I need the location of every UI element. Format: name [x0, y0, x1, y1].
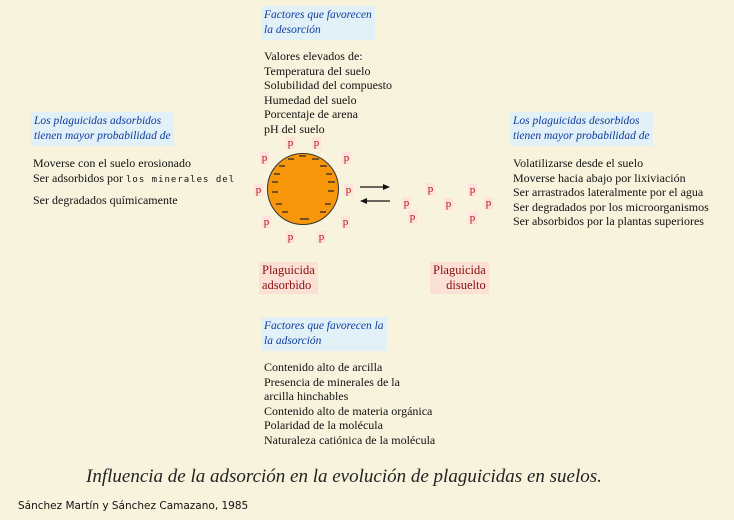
adsorbed-pesticide-molecule: p: [342, 152, 351, 164]
list-item: Moverse con el suelo erosionado: [33, 156, 191, 170]
dissolved-pesticide-molecule: p: [468, 212, 477, 224]
adsorption-factors-list: Contenido alto de arcilla Presencia de m…: [264, 360, 435, 447]
list-item: arcilla hinchables: [264, 389, 349, 403]
list-item: Contenido alto de materia orgánica: [264, 403, 433, 418]
list-item: Presencia de minerales de la: [264, 374, 400, 389]
label-line: disuelto: [446, 278, 486, 292]
label-line: adsorbido: [262, 278, 312, 292]
list-item: Ser adsorbidos por los minerales del: [33, 171, 235, 188]
equilibrium-arrows: [360, 184, 390, 204]
adsorbed-pesticide-molecule: p: [286, 231, 295, 243]
list-item: Temperatura del suelo: [264, 63, 371, 78]
caption: Influencia de la adsorción en la evoluci…: [86, 466, 602, 487]
title-line: tienen mayor probabilidad de: [34, 130, 171, 142]
dissolved-pesticide-molecule: p: [426, 183, 435, 195]
desorbed-list: Volatilizarse desde el suelo Moverse hac…: [513, 156, 709, 229]
list-item: Porcentaje de arena: [264, 107, 358, 121]
adsorption-factors-title: Factores que favorecen la la adsorción: [261, 317, 387, 351]
dissolved-pesticide-molecule: p: [468, 184, 477, 196]
list-item: Contenido alto de arcilla: [264, 360, 383, 374]
title-line: Factores que favorecen: [264, 9, 372, 21]
list-item: Valores elevados de:: [264, 49, 363, 63]
title-line: Los plaguicidas desorbidos: [513, 115, 640, 127]
title-line: la adsorción: [264, 335, 322, 347]
list-item: Ser degradados químicamente: [33, 193, 178, 207]
list-item: Naturaleza catiónica de la molécula: [264, 432, 436, 447]
dissolved-pesticide-molecule: p: [402, 197, 411, 209]
list-item: Volatilizarse desde el suelo: [513, 156, 644, 170]
title-line: Los plaguicidas adsorbidos: [34, 115, 162, 127]
adsorbed-pesticide-molecule: p: [286, 137, 295, 149]
adsorbed-list: Moverse con el suelo erosionado Ser adso…: [33, 156, 235, 208]
credit: Sánchez Martín y Sánchez Camazano, 1985: [18, 500, 249, 512]
adsorbed-pesticide-molecule: p: [317, 231, 326, 243]
adsorbed-pesticide-molecule: p: [341, 216, 350, 228]
negative-charges: [272, 155, 335, 220]
desorption-factors-list: Valores elevados de: Temperatura del sue…: [264, 49, 392, 136]
list-item: Ser arrastrados lateralmente por el agua: [513, 185, 704, 199]
dissolved-pesticide-molecule: p: [484, 197, 493, 209]
desorbed-title: Los plaguicidas desorbidos tienen mayor p…: [510, 112, 653, 146]
list-item: Ser degradados por los microorganismos: [513, 199, 709, 214]
list-item: Humedad del suelo: [264, 92, 357, 107]
list-item: pH del suelo: [264, 121, 325, 136]
adsorbed-pesticide-molecule: p: [254, 184, 263, 196]
adsorbed-pesticide-molecule: p: [312, 137, 321, 149]
dissolved-pesticide-molecule: p: [408, 211, 417, 223]
item-small-text: los minerales del: [126, 174, 236, 185]
label-line: Plaguicida: [262, 263, 315, 277]
adsorbed-title: Los plaguicidas adsorbidos tienen mayor p…: [31, 112, 174, 146]
soil-particle: [267, 153, 339, 225]
list-item: Ser absorbidos por la plantas superiores: [513, 214, 704, 228]
title-line: tienen mayor probabilidad de: [513, 130, 650, 142]
list-item: Solubilidad del compuesto: [264, 78, 392, 92]
adsorbed-pesticide-molecule: p: [262, 216, 271, 228]
item-text: Ser adsorbidos por: [33, 170, 123, 185]
adsorbed-pesticide-molecule: p: [260, 152, 269, 164]
desorption-factors-title: Factores que favorecen la desorción: [261, 6, 375, 40]
adsorbed-pesticide-molecule: p: [344, 184, 353, 196]
list-item: Moverse hacia abajo por lixiviación: [513, 170, 686, 185]
dissolved-pesticide-molecule: p: [444, 198, 453, 210]
title-line: Factores que favorecen la: [264, 320, 384, 332]
title-line: la desorción: [264, 24, 321, 36]
list-item: Polaridad de la molécula: [264, 418, 383, 432]
label-line: Plaguicida: [433, 263, 486, 277]
